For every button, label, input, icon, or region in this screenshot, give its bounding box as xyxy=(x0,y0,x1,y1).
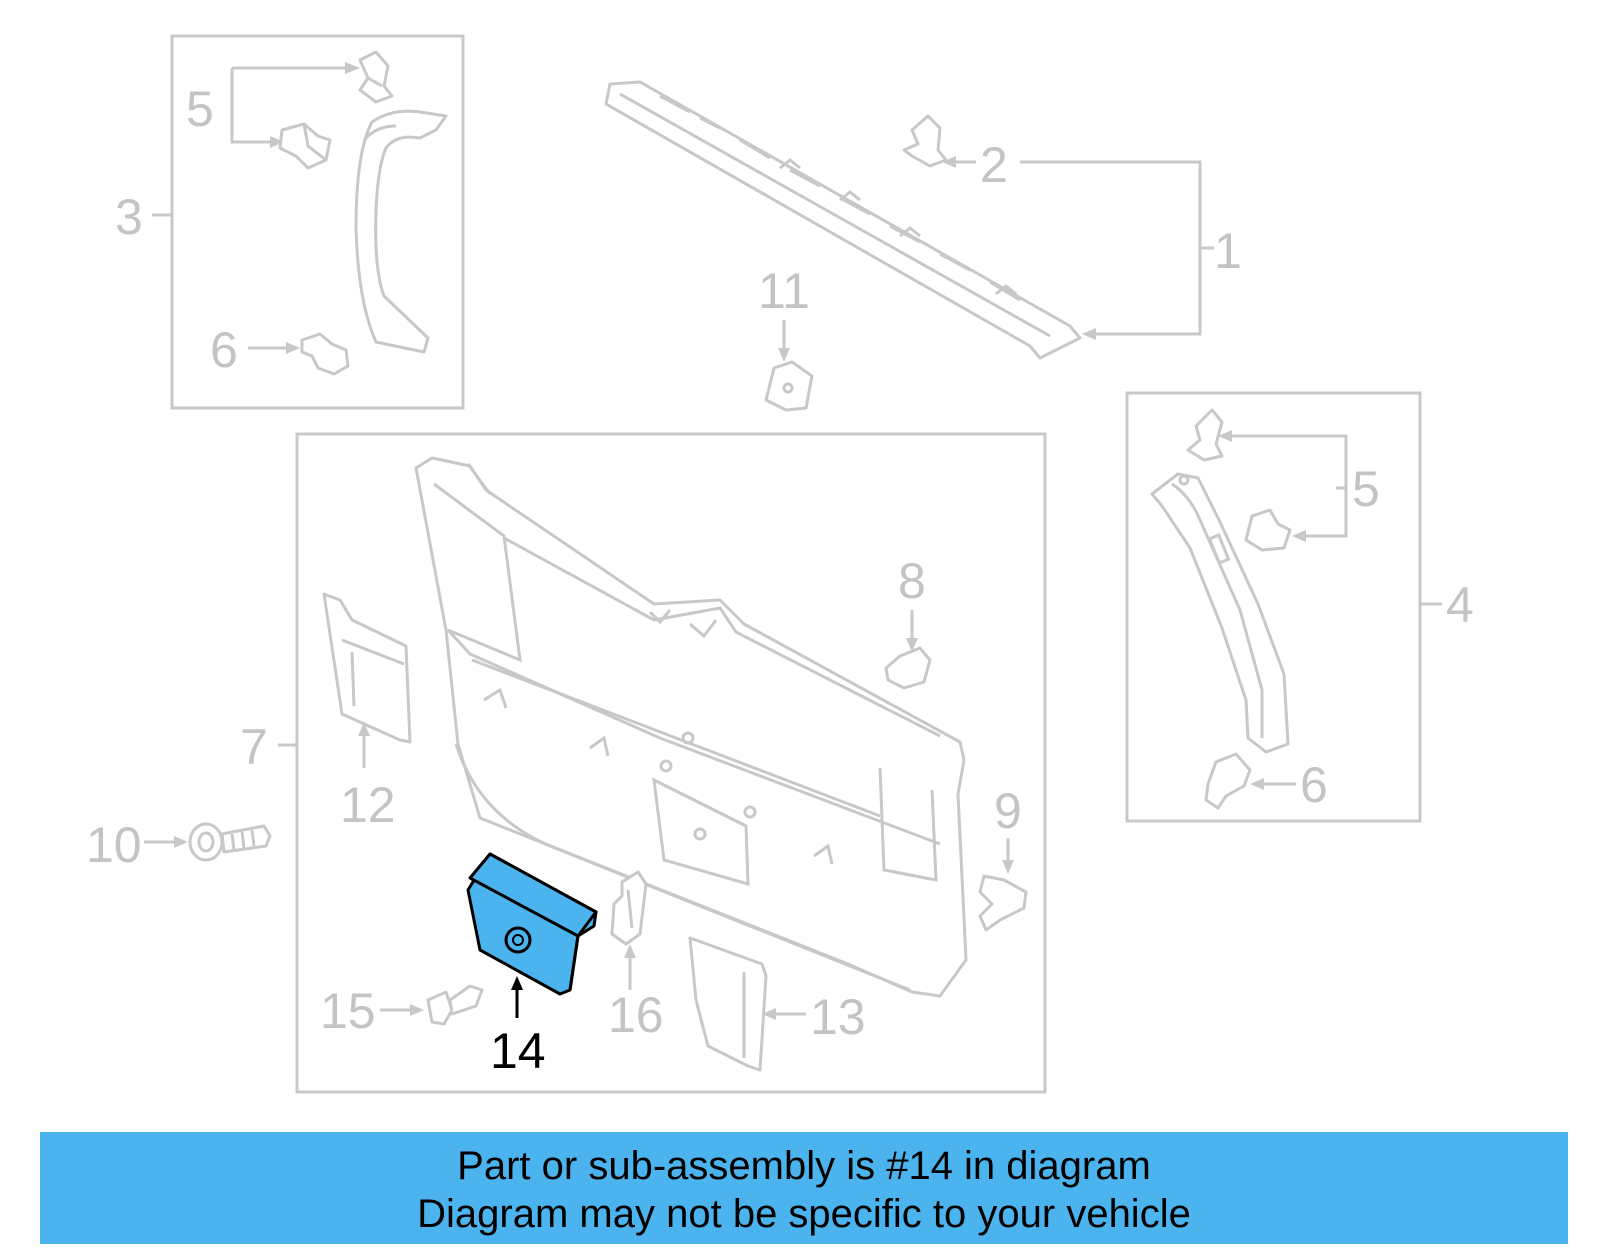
pillar-trim-part-3 xyxy=(354,109,448,354)
bracket-part-16 xyxy=(610,870,648,946)
clip-5-right-lower xyxy=(1244,508,1292,552)
callout-4: 4 xyxy=(1446,577,1474,633)
info-banner: Part or sub-assembly is #14 in diagram D… xyxy=(40,1132,1568,1244)
banner-line-2: Diagram may not be specific to your vehi… xyxy=(417,1192,1191,1236)
clip-11 xyxy=(764,360,814,412)
callout-15: 15 xyxy=(320,983,376,1039)
callout-10: 10 xyxy=(86,817,142,873)
callout-5-right: 5 xyxy=(1352,461,1380,517)
trim-cover-part-14[interactable] xyxy=(466,852,598,996)
clip-9 xyxy=(978,874,1028,932)
leader-5-left xyxy=(230,68,276,144)
arrowhead xyxy=(1082,328,1096,340)
clip-5-lower xyxy=(278,122,332,170)
arrowhead xyxy=(762,1008,776,1020)
callout-3: 3 xyxy=(115,189,143,245)
clip-5-upper xyxy=(358,50,394,104)
clip-8 xyxy=(884,646,932,690)
callout-7: 7 xyxy=(240,719,268,775)
pillar-trim-part-4 xyxy=(1150,472,1290,754)
part-14-hole-inner xyxy=(512,934,524,946)
callout-16: 16 xyxy=(608,987,664,1043)
arrowhead xyxy=(286,342,300,354)
arrowhead xyxy=(410,1004,424,1016)
side-trim-part-13 xyxy=(688,936,768,1072)
callout-8: 8 xyxy=(898,553,926,609)
callout-11: 11 xyxy=(758,263,810,319)
group-box-4 xyxy=(1125,391,1422,823)
callout-5-left: 5 xyxy=(186,81,214,137)
callout-12: 12 xyxy=(340,777,396,833)
header-trim-part-1 xyxy=(604,80,1082,360)
leader-5-right-top xyxy=(1226,434,1348,488)
arrowhead xyxy=(345,62,360,74)
clip-2 xyxy=(902,114,948,168)
arrowhead xyxy=(1218,430,1232,442)
callout-13: 13 xyxy=(810,989,866,1045)
arrowhead xyxy=(174,836,188,848)
screw-10 xyxy=(188,822,272,862)
arrowhead xyxy=(906,638,918,652)
group-box-3 xyxy=(170,34,465,410)
leader-5-right xyxy=(1300,488,1348,538)
arrowhead xyxy=(1292,530,1306,542)
arrowhead xyxy=(1002,860,1014,874)
clip-5-right-upper xyxy=(1186,408,1224,462)
arrowhead-14 xyxy=(511,976,523,990)
liftgate-trim-panel xyxy=(414,456,968,998)
arrowhead xyxy=(1250,778,1264,790)
banner-line-1: Part or sub-assembly is #14 in diagram xyxy=(457,1144,1151,1188)
push-clip-6-right xyxy=(1204,752,1252,810)
callout-2: 2 xyxy=(980,137,1008,193)
side-trim-part-12 xyxy=(322,592,412,744)
arrowhead xyxy=(270,136,284,148)
push-clip-6-left xyxy=(300,332,350,376)
leader-1-bracket xyxy=(1020,160,1202,336)
arrowhead xyxy=(778,348,790,362)
callout-14: 14 xyxy=(490,1023,546,1079)
part-14-edge xyxy=(568,935,580,991)
callout-6-left: 6 xyxy=(210,322,238,378)
arrowhead xyxy=(624,944,636,958)
arrowhead xyxy=(358,722,370,736)
callout-6-right: 6 xyxy=(1300,757,1328,813)
push-pin-15 xyxy=(426,984,484,1026)
group-box-7 xyxy=(295,432,1047,1094)
arrowhead xyxy=(942,156,956,168)
callout-9: 9 xyxy=(994,783,1022,839)
callout-1: 1 xyxy=(1214,223,1242,279)
